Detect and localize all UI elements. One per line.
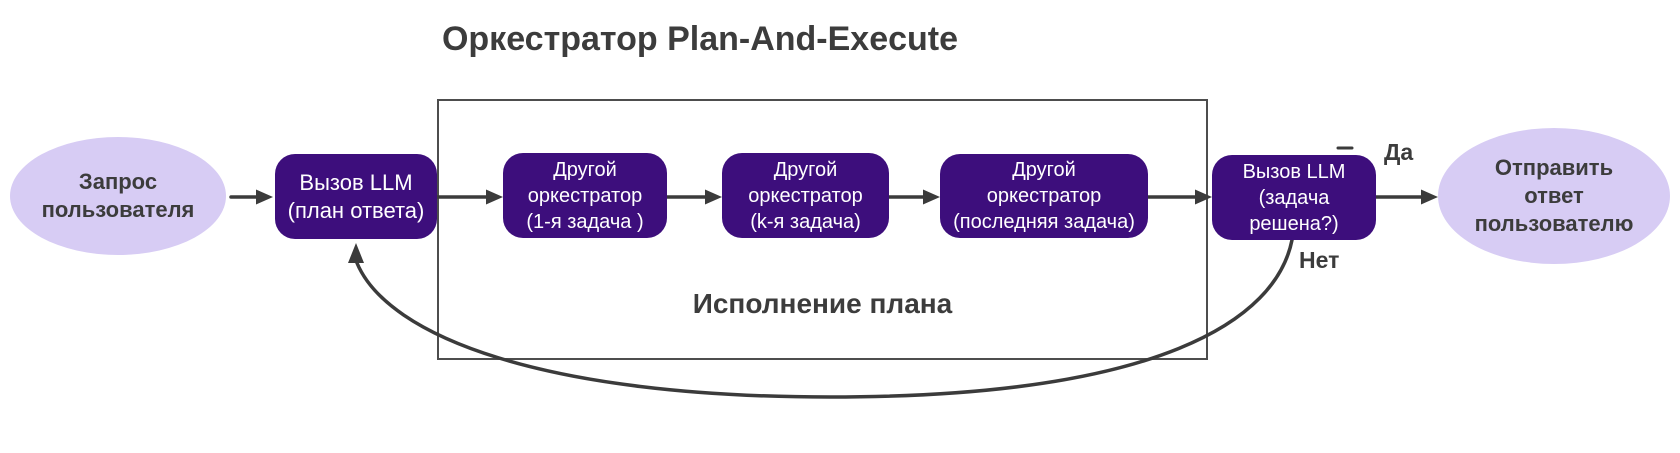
node-text-line: Вызов LLM <box>299 169 413 195</box>
node-orchestrator-first-task: Другой оркестратор (1-я задача ) <box>503 153 667 238</box>
node-text-line: (последняя задача) <box>953 211 1135 233</box>
node-text-line: Отправить <box>1494 155 1614 180</box>
node-send-answer: Отправить ответ пользователю <box>1438 128 1670 264</box>
node-orchestrator-k-task: Другой оркестратор (k-я задача) <box>722 153 889 238</box>
node-text-line: Другой <box>773 158 838 181</box>
node-text-line: ответ <box>1524 183 1584 208</box>
node-llm-plan: Вызов LLM (план ответа) <box>275 154 437 239</box>
node-text-line: Другой <box>553 158 617 181</box>
edge-label-yes: Да <box>1384 139 1414 165</box>
node-text-line: (1-я задача ) <box>526 210 644 233</box>
plan-execution-label: Исполнение плана <box>692 288 953 319</box>
edge-check-to-send <box>1374 189 1438 205</box>
node-text-line: (план ответа) <box>287 197 425 223</box>
edge-user-to-plan <box>229 189 273 205</box>
edge-label-no: Нет <box>1299 247 1340 273</box>
node-text-line: Вызов LLM <box>1242 160 1346 183</box>
node-text-line: оркестратор <box>986 185 1102 207</box>
node-text-line: оркестратор <box>527 184 643 207</box>
node-llm-check: Вызов LLM (задача решена?) <box>1212 155 1376 240</box>
node-text-line: оркестратор <box>748 184 863 207</box>
node-text-line: Запрос <box>78 169 158 194</box>
node-text-line: решена?) <box>1249 212 1339 235</box>
diagram-title: Оркестратор Plan-And-Execute <box>441 20 959 58</box>
node-orchestrator-last-task: Другой оркестратор (последняя задача) <box>940 154 1148 238</box>
node-text-line: Другой <box>1012 159 1076 181</box>
node-text-line: пользователя <box>41 197 195 222</box>
node-text-line: (задача <box>1258 186 1330 209</box>
node-user-request: Запрос пользователя <box>10 137 226 255</box>
node-text-line: (k-я задача) <box>750 210 861 233</box>
node-text-line: пользователю <box>1474 211 1634 236</box>
